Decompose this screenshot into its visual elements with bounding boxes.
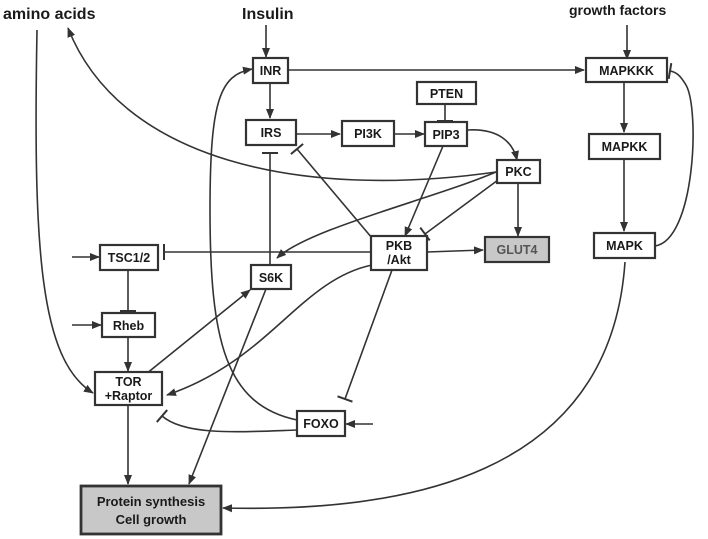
node-s6k: S6K [249, 263, 293, 291]
node-output-label-line1: Protein synthesis [97, 494, 205, 509]
edge-mapk-output [222, 261, 626, 513]
node-tsc-box [98, 243, 160, 272]
edge-pkb-foxo [337, 269, 393, 403]
node-mapkk-label: MAPKK [602, 140, 648, 154]
edge-pkb-irs [290, 143, 373, 239]
node-inr-label: INR [260, 64, 282, 78]
node-s6k-label: S6K [259, 271, 283, 285]
node-mapkkk-label: MAPKKK [599, 64, 654, 78]
node-rheb-label: Rheb [113, 319, 145, 333]
node-mapk-box [592, 231, 657, 260]
edge-tor-s6k [145, 289, 251, 375]
node-glut4-box [483, 235, 551, 264]
node-pten-label: PTEN [430, 87, 463, 101]
node-output: Protein synthesis Cell growth [79, 484, 223, 536]
node-pten: PTEN [415, 80, 478, 106]
node-tor-box [93, 370, 164, 407]
node-foxo: FOXO [295, 409, 347, 438]
node-pkc-label: PKC [505, 165, 531, 179]
edge-aminoacids-tor [35, 29, 94, 394]
node-irs-label: IRS [261, 126, 282, 140]
node-pkc: PKC [495, 158, 542, 185]
edge-pkc-pkb [419, 179, 499, 242]
node-foxo-box [295, 409, 347, 438]
node-rheb-box [100, 311, 157, 339]
node-s6k-box [249, 263, 293, 291]
node-pip3-box [423, 120, 469, 148]
node-pi3k-label: PI3K [354, 127, 382, 141]
edge-pip3-pkb [404, 145, 444, 237]
node-rheb: Rheb [100, 311, 157, 339]
node-inr-box [251, 56, 290, 85]
node-pi3k-box [340, 119, 396, 148]
node-pi3k: PI3K [340, 119, 396, 148]
node-mapkk: MAPKK [587, 132, 662, 161]
node-pkb-label-line2: /Akt [387, 253, 411, 267]
node-pkb-label-line1: PKB [386, 239, 412, 253]
edge-pkc-s6k [276, 171, 497, 259]
edge-pkb-glut4 [426, 246, 484, 255]
node-pip3-label: PIP3 [432, 128, 459, 142]
edge-pip3-pkc [466, 129, 519, 161]
node-pkc-box [495, 158, 542, 185]
node-pten-box [415, 80, 478, 106]
edge-pkb-tor [166, 264, 373, 396]
node-pip3: PIP3 [423, 120, 469, 148]
node-tor-raptor: TOR +Raptor [93, 370, 164, 407]
edge-foxo-tor [156, 409, 298, 433]
node-mapk-label: MAPK [606, 239, 643, 253]
edge-foxo-inr [209, 66, 298, 421]
node-mapkk-box [587, 132, 662, 161]
node-output-label-line2: Cell growth [116, 512, 187, 527]
input-growth-factors: growth factors [569, 2, 666, 18]
input-insulin: Insulin [242, 6, 294, 23]
node-output-box [79, 484, 223, 536]
node-irs-box [244, 118, 298, 147]
node-tsc: TSC1/2 [98, 243, 160, 272]
input-amino-acids: amino acids [3, 6, 96, 23]
node-mapkkk: MAPKKK [584, 56, 669, 84]
edge-s6k-output [188, 288, 267, 485]
node-irs: IRS [244, 118, 298, 147]
node-tor-label-line2: +Raptor [105, 389, 153, 403]
node-tsc-label: TSC1/2 [108, 251, 150, 265]
node-mapkkk-box [584, 56, 669, 84]
node-tor-label-line1: TOR [115, 375, 141, 389]
node-glut4-label: GLUT4 [497, 243, 538, 257]
node-inr: INR [251, 56, 290, 85]
node-pkb-akt: PKB /Akt [369, 234, 429, 272]
node-foxo-label: FOXO [303, 417, 339, 431]
edges [35, 25, 694, 513]
edge-pkc-aminoacids [67, 27, 497, 182]
edge-mapk-mapkkk [654, 62, 694, 247]
node-glut4: GLUT4 [483, 235, 551, 264]
node-mapk: MAPK [592, 231, 657, 260]
node-pkb-box [369, 234, 429, 272]
